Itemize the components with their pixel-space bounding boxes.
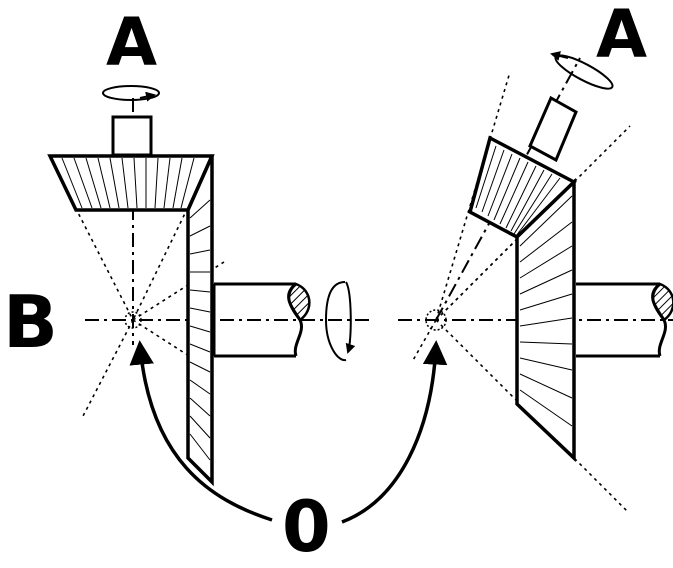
- rotation-ellipse-b: [324, 281, 347, 362]
- pitch-line-right-5: [411, 319, 437, 363]
- pinion-shaft-right: [528, 95, 578, 163]
- arrow-origin-to-left-apex: [129, 340, 273, 522]
- pinion-shaft-left: [111, 115, 153, 157]
- ring-teeth-right: [519, 195, 573, 427]
- ring-teeth-left: [189, 199, 211, 461]
- shaft-hatch-left: [287, 282, 311, 322]
- ring-gear-right: [515, 177, 576, 463]
- rotation-arrow-a-left: [139, 91, 156, 102]
- apex-circle-left: [124, 311, 142, 329]
- label-axis-a-left: A: [106, 4, 158, 81]
- rotation-arrow-b: [345, 281, 356, 354]
- ring-shaft-right: [576, 282, 660, 358]
- pitch-line-right-1: [435, 71, 511, 321]
- label-origin: 0: [282, 486, 331, 568]
- left-gear-assembly: [47, 85, 372, 487]
- label-axis-b: B: [3, 280, 58, 364]
- pinion-teeth-right: [475, 145, 561, 237]
- apex-circle-right: [425, 309, 447, 331]
- rotation-arrow-a-right: [550, 51, 569, 61]
- pitch-line-left-5: [132, 319, 215, 373]
- pinion-teeth-left: [61, 157, 195, 209]
- ring-shaft-left: [212, 282, 296, 358]
- label-axis-a-right: A: [596, 0, 648, 73]
- rotation-ellipse-a-left: [102, 85, 160, 101]
- pitch-line-right-4: [435, 235, 521, 321]
- right-gear-assembly: [398, 51, 673, 513]
- pitch-line-left-3: [81, 319, 134, 419]
- ring-gear-left: [186, 155, 214, 487]
- arrow-origin-to-right-apex: [341, 340, 448, 524]
- shaft-hatch-right: [651, 282, 673, 322]
